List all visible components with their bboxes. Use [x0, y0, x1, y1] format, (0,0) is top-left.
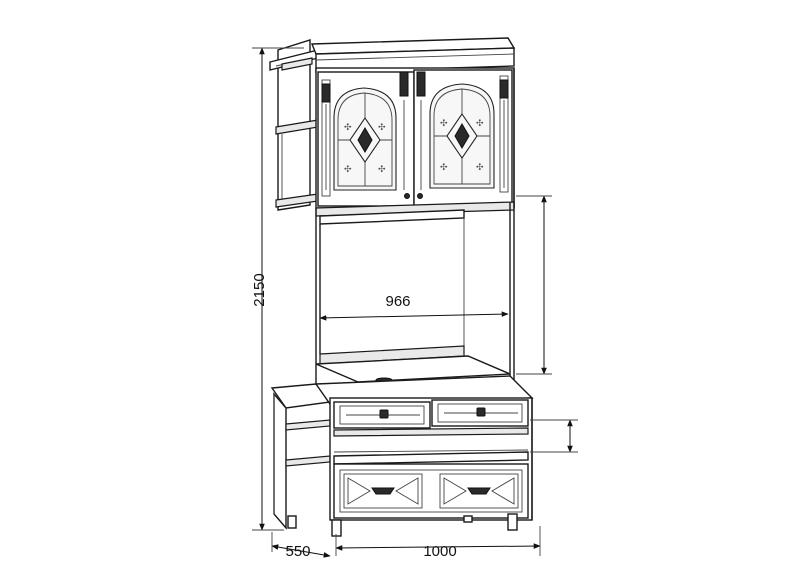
large-bottom-drawer — [333, 463, 529, 519]
open-niche — [333, 427, 529, 465]
svg-text:✣: ✣ — [440, 163, 448, 173]
left-small-drawer — [333, 401, 431, 429]
left-glass-door: ✣ ✣ ✣ ✣ — [317, 71, 415, 207]
svg-text:✣: ✣ — [476, 163, 484, 173]
side-shelves — [275, 57, 319, 208]
cabinet-legs — [287, 513, 518, 537]
lower-side-panel — [270, 383, 332, 530]
svg-text:✣: ✣ — [440, 119, 448, 129]
inner-width-label: 966 — [385, 293, 410, 310]
depth-label: 550 — [285, 543, 310, 560]
right-glass-door: ✣ ✣ ✣ ✣ — [413, 69, 513, 207]
svg-text:✣: ✣ — [378, 165, 386, 175]
height-dimension — [252, 47, 304, 531]
niche-height-dimension — [530, 419, 578, 453]
height-label: 2150 — [251, 273, 268, 306]
width-label: 1000 — [423, 543, 456, 560]
svg-text:✣: ✣ — [476, 119, 484, 129]
inner-width-dimension — [319, 311, 509, 321]
right-small-drawer — [431, 399, 529, 427]
depth-dimension — [271, 532, 331, 558]
width-dimension — [335, 526, 541, 556]
svg-text:✣: ✣ — [378, 123, 386, 133]
middle-open-section — [315, 201, 515, 392]
opening-height-dimension — [516, 195, 552, 375]
svg-text:✣: ✣ — [344, 123, 352, 133]
svg-text:✣: ✣ — [344, 165, 352, 175]
